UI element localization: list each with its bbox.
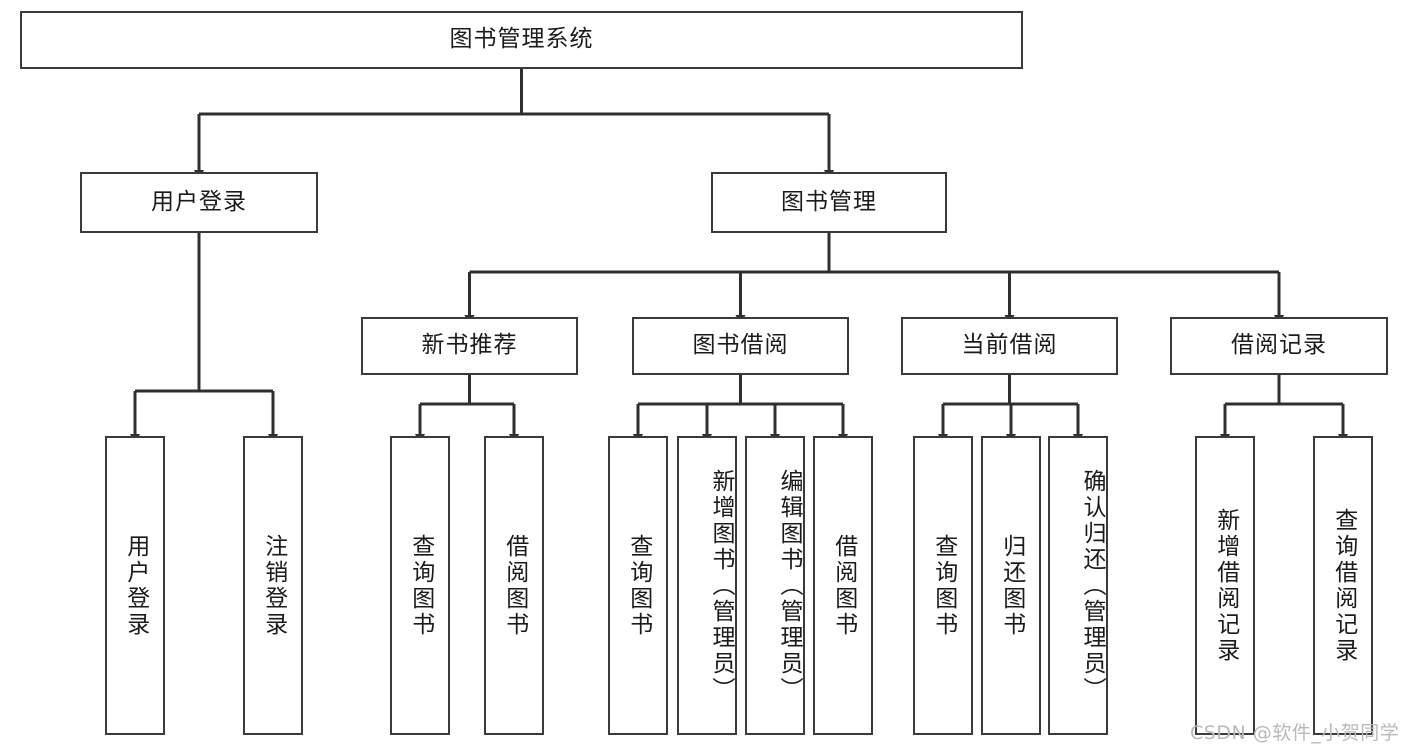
node-current-borrow: 当前借阅 <box>901 317 1118 375</box>
node-leaf-add-book: 新增图书（管理员） <box>677 436 737 735</box>
node-label: 图书管理系统 <box>449 26 594 53</box>
node-leaf-query-book-3: 查询图书 <box>913 436 973 735</box>
node-root: 图书管理系统 <box>20 11 1023 69</box>
node-leaf-confirm-return: 确认归还（管理员） <box>1048 436 1108 735</box>
node-leaf-borrow-book-2: 借阅图书 <box>813 436 873 735</box>
node-label: 归还图书 <box>998 533 1025 638</box>
node-leaf-return-book: 归还图书 <box>981 436 1041 735</box>
node-label: 用户登录 <box>151 188 247 215</box>
node-leaf-borrow-book-1: 借阅图书 <box>484 436 544 735</box>
node-leaf-user-login: 用户登录 <box>105 436 165 735</box>
node-leaf-logout: 注销登录 <box>243 436 303 735</box>
node-leaf-query-book-2: 查询图书 <box>608 436 668 735</box>
node-leaf-edit-book: 编辑图书（管理员） <box>745 436 805 735</box>
node-label: 新增图书（管理员） <box>708 468 734 703</box>
node-label: 图书管理 <box>781 188 877 215</box>
csdn-watermark: CSDN @软件_小贺同学 <box>1190 722 1400 744</box>
node-label: 查询图书 <box>625 533 652 638</box>
node-label: 借阅记录 <box>1231 332 1327 359</box>
node-leaf-query-record: 查询借阅记录 <box>1313 436 1373 735</box>
node-borrow-record: 借阅记录 <box>1170 317 1388 375</box>
node-label: 编辑图书（管理员） <box>776 468 802 703</box>
node-label: 新增借阅记录 <box>1212 507 1239 664</box>
node-label: 查询借阅记录 <box>1330 507 1357 664</box>
node-label: 查询图书 <box>930 533 957 638</box>
node-label: 借阅图书 <box>830 533 857 638</box>
node-label: 新书推荐 <box>421 332 518 359</box>
node-user-login: 用户登录 <box>80 172 318 233</box>
node-label: 注销登录 <box>260 533 287 638</box>
node-book-manage: 图书管理 <box>711 172 947 233</box>
node-label: 图书借阅 <box>692 332 789 359</box>
node-label: 当前借阅 <box>961 332 1058 359</box>
node-label: 查询图书 <box>407 533 434 638</box>
node-leaf-add-record: 新增借阅记录 <box>1195 436 1255 735</box>
node-label: 借阅图书 <box>501 533 528 638</box>
node-book-borrow: 图书借阅 <box>632 317 849 375</box>
node-leaf-query-book-1: 查询图书 <box>390 436 450 735</box>
node-label: 用户登录 <box>122 533 149 638</box>
node-new-book-rec: 新书推荐 <box>361 317 578 375</box>
node-label: 确认归还（管理员） <box>1079 468 1105 703</box>
